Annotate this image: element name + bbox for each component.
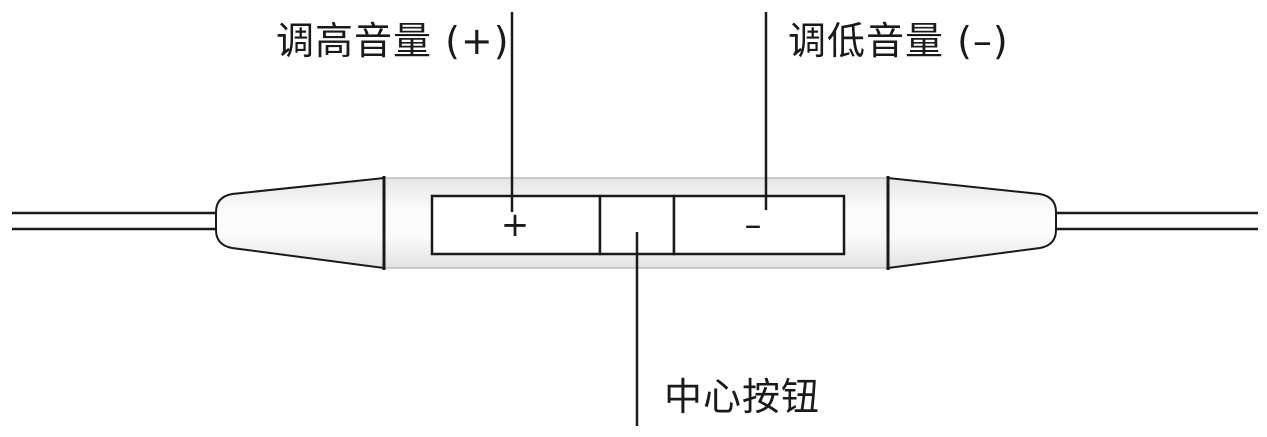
volume-up-button[interactable] (430, 194, 602, 256)
center-button-label: 中心按钮 (664, 375, 821, 419)
right-cable (1054, 211, 1258, 231)
volume-down-label: 调低音量 (–) (788, 19, 1009, 63)
button-panel (430, 194, 846, 256)
right-end-cap (887, 176, 1057, 270)
left-cable (12, 211, 218, 231)
plus-symbol: + (501, 205, 530, 245)
minus-symbol: – (745, 205, 762, 245)
volume-down-button[interactable] (672, 194, 846, 256)
volume-up-label: 调高音量 (+) (276, 19, 510, 63)
left-end-cap (215, 176, 385, 270)
